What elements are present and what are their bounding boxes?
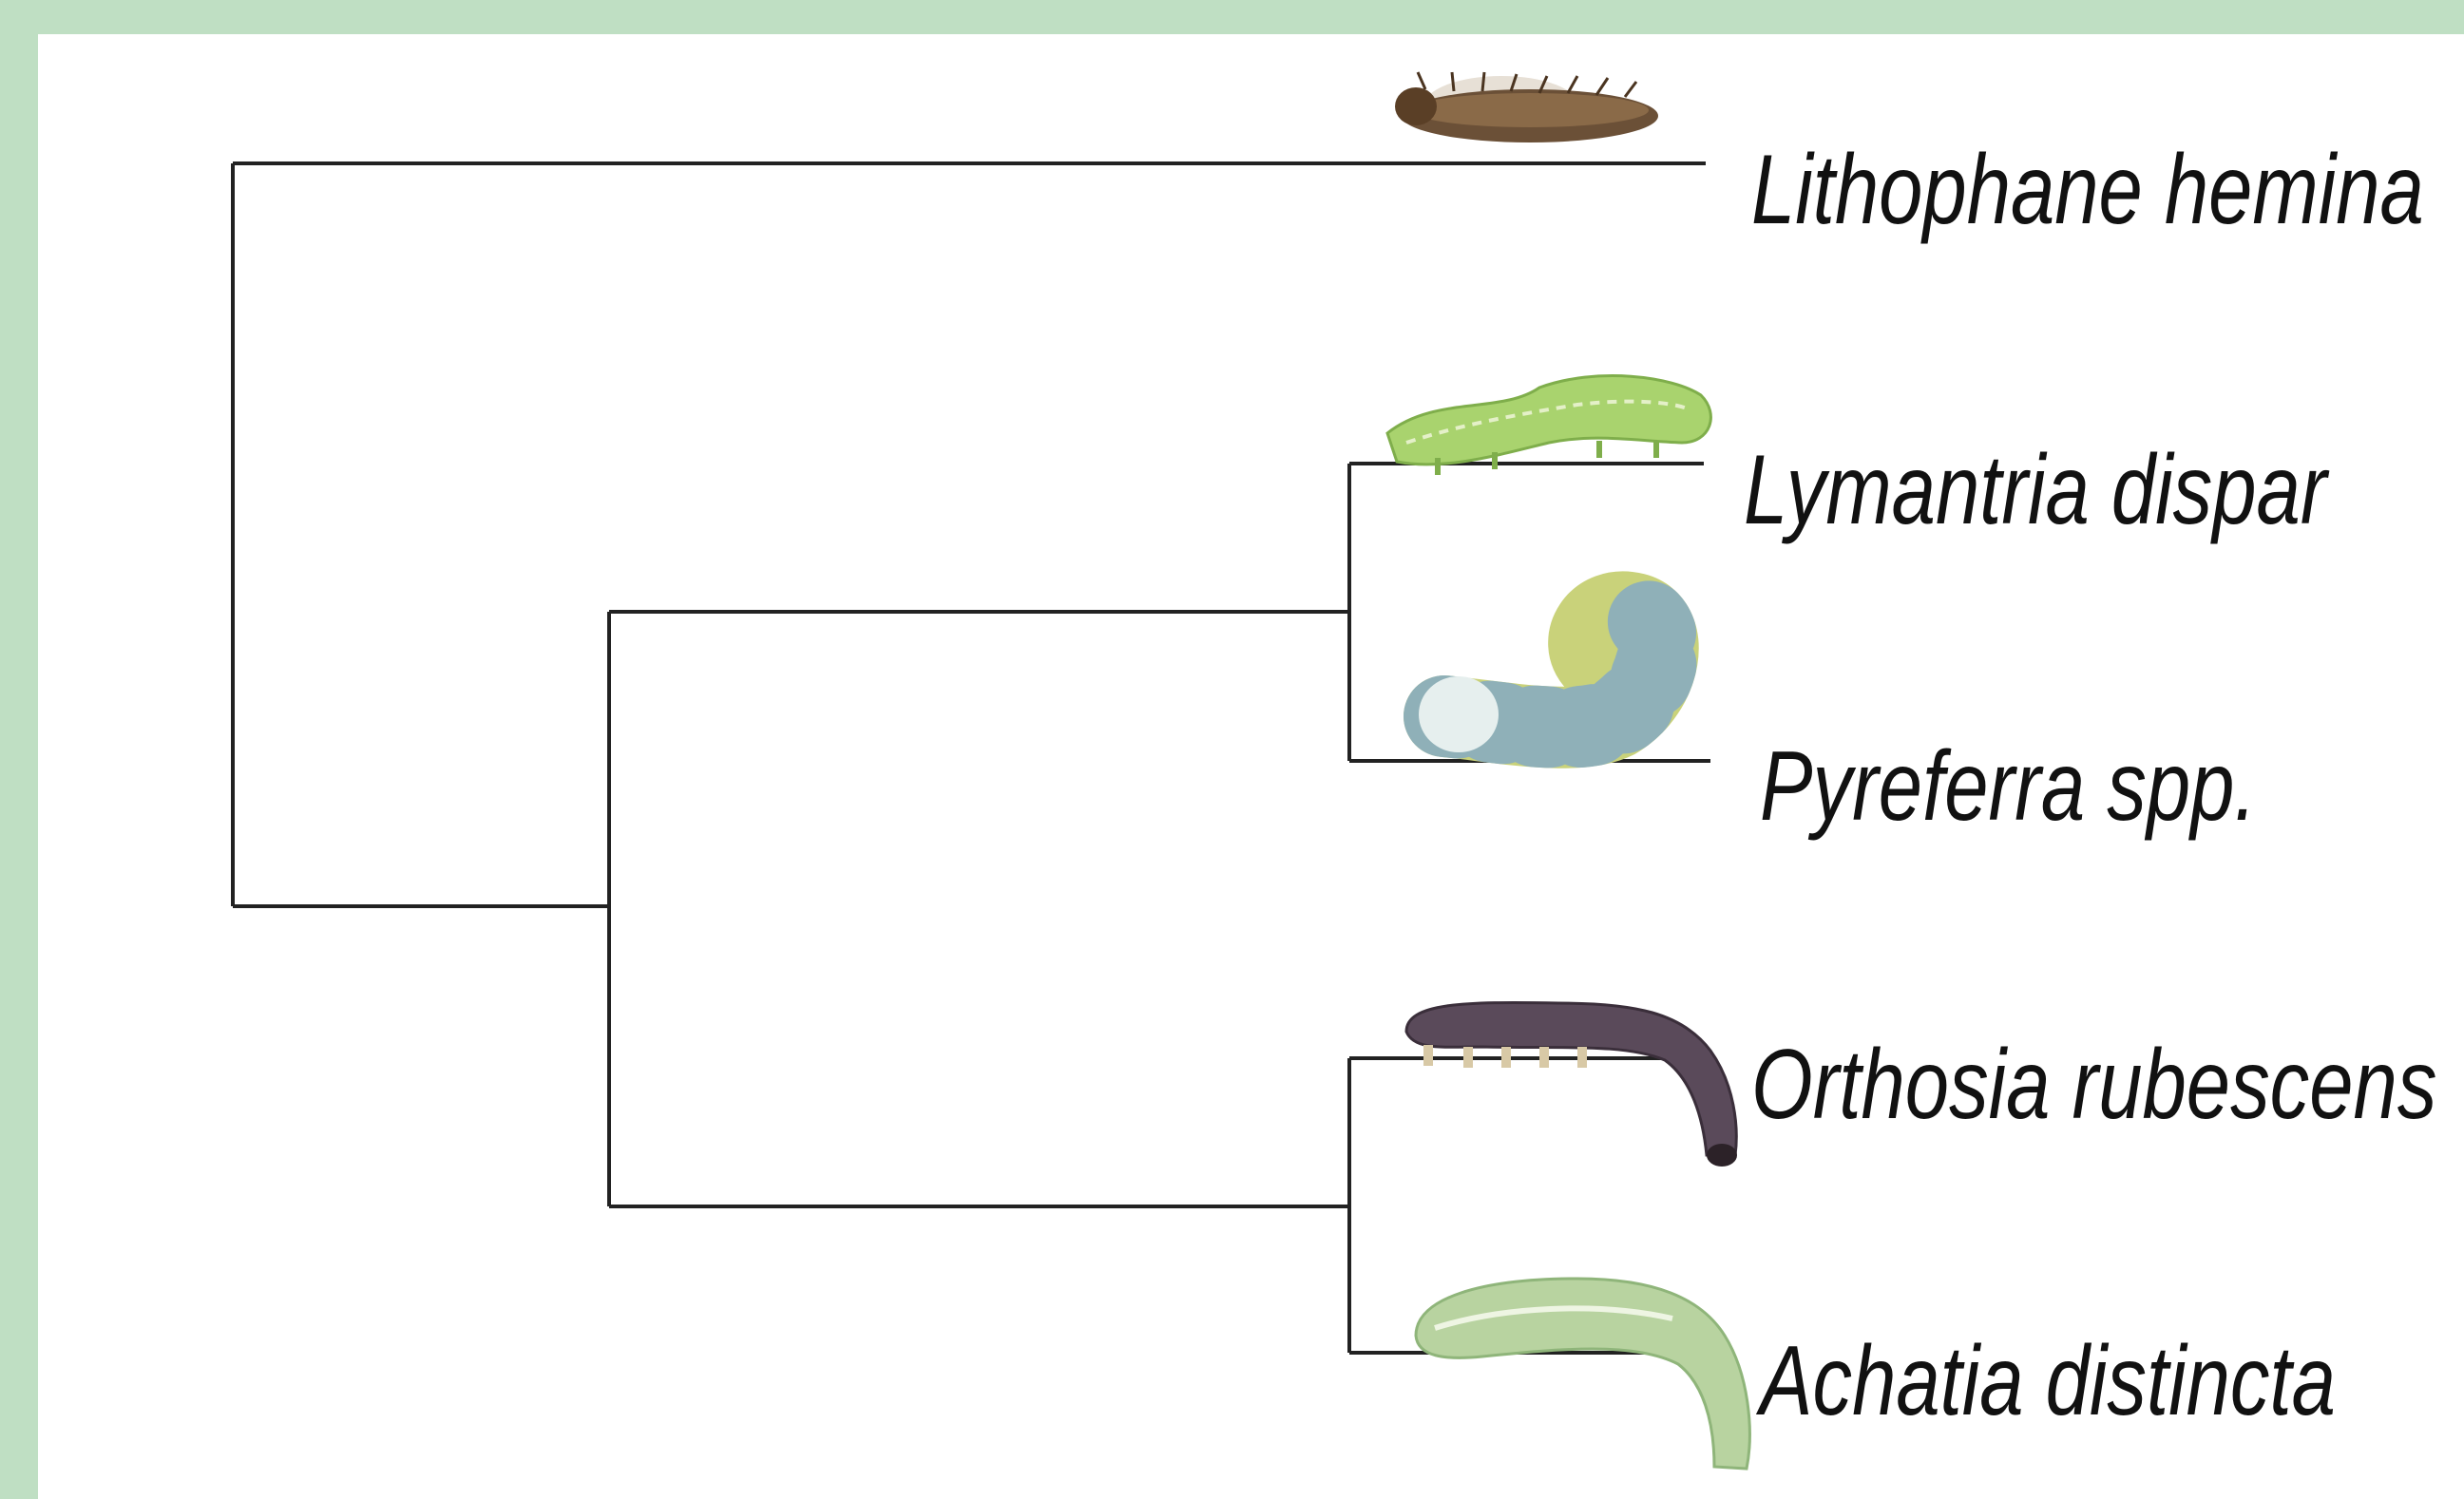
taxon-label-orthosia-rubescens: Orthosia rubescens — [1751, 1035, 2436, 1134]
taxon-label-lithophane-hemina: Lithophane hemina — [1751, 141, 2424, 239]
caterpillar-lithophane-image — [1395, 72, 1658, 142]
taxon-label-achatia-distincta: Achatia distincta — [1760, 1332, 2336, 1431]
caterpillar-pyreferra-image — [1419, 612, 1658, 752]
caterpillar-orthosia-image — [1406, 1002, 1737, 1167]
caterpillar-achatia-image — [1416, 1279, 1749, 1469]
figure-panel: Lithophane hemina Lymantria dispar Pyref… — [38, 34, 2464, 1499]
taxon-label-pyreferra-spp: Pyreferra spp. — [1760, 737, 2257, 836]
caterpillar-lymantria-image — [1387, 376, 1710, 475]
taxon-label-lymantria-dispar: Lymantria dispar — [1744, 441, 2327, 540]
